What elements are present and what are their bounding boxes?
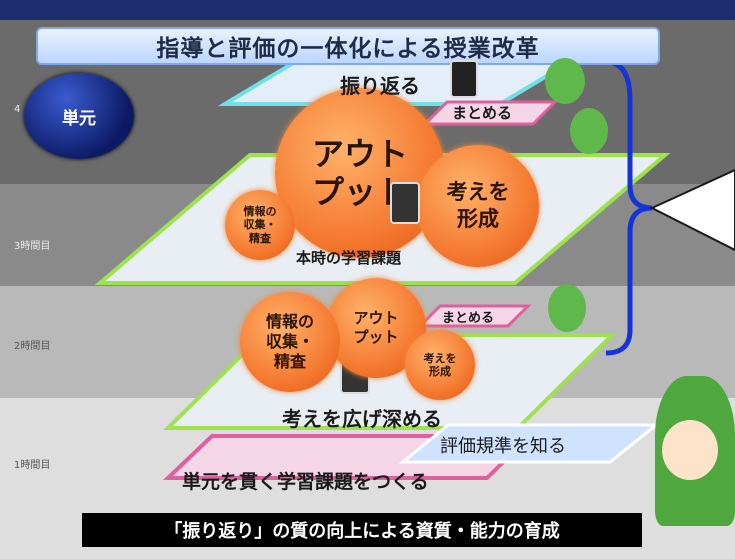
info-orb-mid-line1: 情報の — [243, 205, 277, 219]
character-face — [662, 420, 718, 480]
info-orb-lower-line3: 精査 — [273, 352, 306, 371]
character-figure — [548, 284, 586, 332]
output-orb-lower-line1: アウト — [353, 308, 399, 327]
output-orb: アウト プット — [275, 88, 445, 258]
info-orb-mid-line3: 精査 — [249, 231, 271, 245]
band-top — [0, 0, 735, 20]
tablet-icon — [450, 60, 478, 98]
criteria-label: 評価規準を知る — [440, 436, 566, 457]
deepen-label: 考えを広げ深める — [282, 407, 442, 431]
unit-task-label: 単元を貫く学習課題をつくる — [182, 471, 429, 493]
row-label-4: 4 — [14, 104, 21, 115]
think-orb-lower-line2: 形成 — [429, 365, 451, 378]
think-orb-mid-line2: 形成 — [457, 207, 499, 231]
lower-matome-plane — [416, 304, 532, 328]
info-orb-lower-line2: 収集・ — [265, 332, 314, 351]
think-orb-mid: 考えを 形成 — [417, 145, 539, 267]
top-matome-plane — [421, 100, 559, 126]
info-orb-mid: 情報の 収集・ 精査 — [225, 190, 295, 260]
bottom-banner: 「振り返り」の質の向上による資質・能力の育成 — [82, 513, 642, 547]
tablet-icon — [390, 182, 420, 224]
lower-matome-label: まとめる — [442, 311, 495, 326]
info-orb-mid-line2: 収集・ — [243, 218, 277, 232]
page-title: 指導と評価の一体化による授業改革 — [36, 27, 660, 65]
character-figure — [570, 108, 608, 154]
info-orb-lower-line1: 情報の — [265, 312, 314, 331]
info-orb-lower: 情報の 収集・ 精査 — [240, 292, 340, 392]
speech-callout — [649, 168, 735, 252]
row-label-2: 2時間目 — [14, 341, 51, 352]
bracket — [605, 59, 653, 356]
output-orb-line1: アウト — [311, 134, 408, 173]
lesson-task-label: 本時の学習課題 — [296, 249, 402, 267]
top-matome-label: まとめる — [452, 104, 513, 122]
character-figure — [545, 58, 585, 104]
row-label-1: 1時間目 — [14, 460, 51, 471]
unit-badge: 単元 — [24, 73, 134, 159]
row-label-3: 3時間目 — [14, 241, 51, 252]
think-orb-lower-line1: 考えを — [423, 351, 457, 365]
output-orb-lower-line2: プット — [353, 328, 399, 346]
think-orb-mid-line1: 考えを — [446, 179, 510, 204]
reflect-label: 振り返る — [340, 74, 420, 98]
think-orb-lower: 考えを 形成 — [405, 330, 475, 400]
